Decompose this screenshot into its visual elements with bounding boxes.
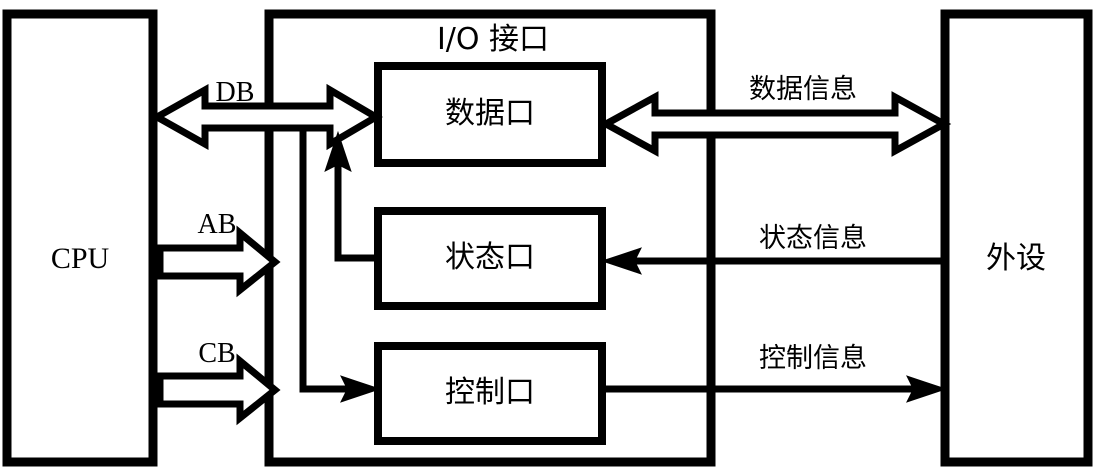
cpu-block-label: CPU (50, 242, 110, 275)
cb-bus-arrow (156, 353, 281, 426)
internal-status-to-data-path (334, 165, 378, 262)
status-port-label: 状态口 (445, 240, 535, 275)
data-info-label: 数据信息 (749, 74, 857, 105)
cb-bus-label: CB (198, 338, 236, 369)
control-info-label: 控制信息 (759, 343, 867, 374)
internal-control-arrowhead (340, 375, 382, 403)
io-interface-block-outline (264, 9, 716, 467)
internal-data-arrowhead (324, 130, 352, 172)
status-info-arrowhead (600, 247, 642, 275)
data-port-label: 数据口 (445, 96, 535, 131)
internal-db-to-control-path (299, 130, 355, 393)
status-info-label: 状态信息 (759, 223, 867, 254)
ab-bus-arrow (156, 225, 281, 298)
io-interface-title: I/O 接口 (436, 22, 550, 57)
cpu-block-outline (2, 9, 158, 467)
peripheral-block-label: 外设 (986, 241, 1046, 276)
data-info-double-arrow (598, 91, 952, 157)
control-port-label: 控制口 (445, 375, 535, 410)
ab-bus-label: AB (197, 209, 237, 240)
data-port-box-outline (374, 62, 606, 167)
control-info-arrowhead (906, 375, 948, 403)
peripheral-block-outline (940, 9, 1093, 467)
control-port-box-outline (374, 342, 606, 445)
db-bus-double-arrow (149, 83, 383, 151)
db-bus-label: DB (215, 77, 255, 108)
